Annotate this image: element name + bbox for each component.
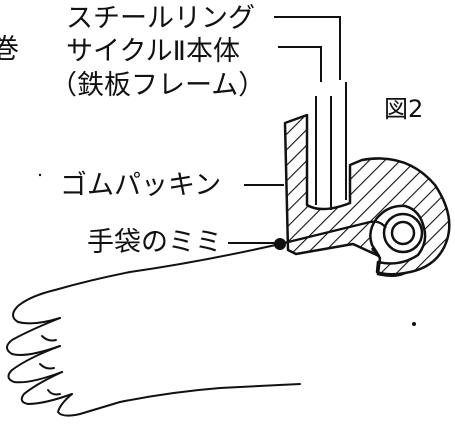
leader-lines: [228, 16, 341, 244]
finger-ring: [20, 371, 73, 405]
steel-ring-label: スチールリング: [66, 3, 255, 34]
partial-edge-char: 巻: [0, 34, 19, 65]
glove-cuff-label: 手袋のミミ: [87, 227, 222, 258]
hand-drawing: [6, 243, 301, 417]
rubber-packing-shape: [283, 113, 451, 276]
finger-index: [6, 317, 61, 356]
finger-little: [57, 393, 121, 417]
finger-middle: [7, 345, 63, 384]
rubber-packing-label: ゴムパッキン: [60, 170, 221, 201]
stray-dot: [412, 322, 416, 326]
steel-frame-lines: [315, 82, 347, 210]
steel-ring-leader: [274, 16, 341, 80]
stray-dot-2: [38, 173, 42, 177]
glove-cuff-strip: [279, 220, 387, 246]
body-leader: [278, 46, 322, 82]
body-label-line2: （鉄板フレーム）: [50, 70, 265, 101]
rubber-packing-section: [283, 113, 451, 277]
hand-lower-contour: [119, 383, 301, 403]
rubber-packing-lower-tab: [371, 247, 406, 277]
body-label-line1: サイクルⅡ本体: [66, 36, 240, 67]
figure-number: 図2: [384, 95, 423, 123]
steel-ring: [382, 212, 424, 254]
hand-upper-contour: [12, 243, 281, 325]
